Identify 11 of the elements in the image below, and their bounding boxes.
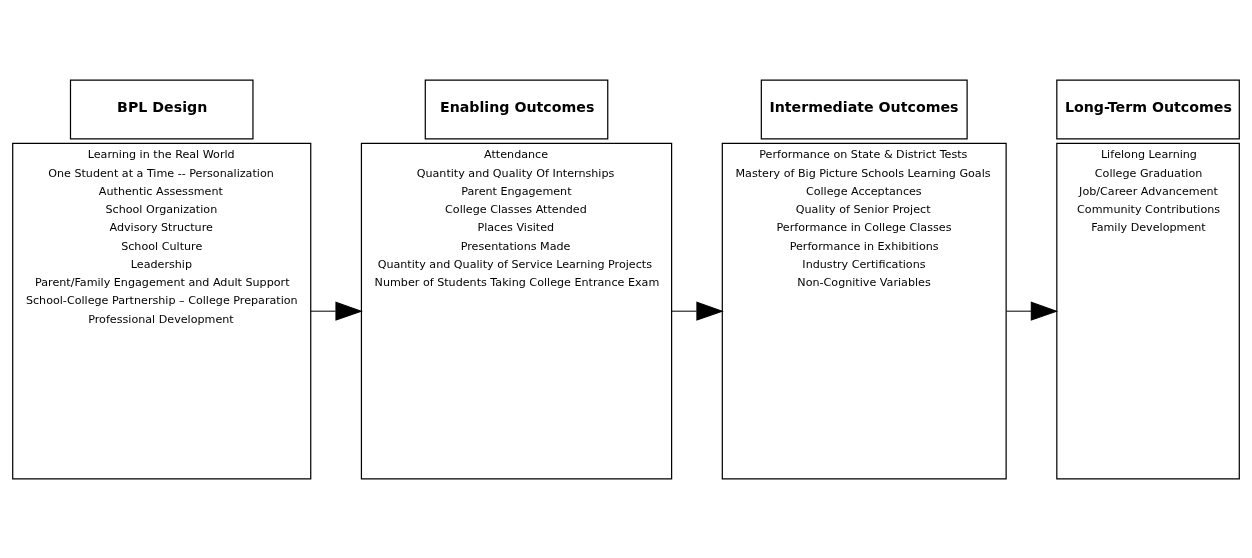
arrow [310, 301, 363, 321]
node-box: Lifelong Learning College Graduation Job/Career Advancement Community Contributions Family Development [1056, 142, 1240, 480]
node-box: Enabling Outcomes [424, 78, 609, 139]
arrow [671, 301, 724, 321]
node-box: Attendance Quantity and Quality Of Internships Parent Engagement College Classes Attended Places Visited Presentations Made Quantity and Quality of Service Learning Projects Number of Students Taking College Entrance Exam [360, 142, 673, 480]
node-box: Learning in the Real World One Student at a Time -- Personalization Authentic Assessment School Organization Advisory Structure School Culture Leadership Parent/Family Engagement and Adult Support School-College Partnership – College Preparation Professional Development [12, 142, 312, 480]
node-box: Performance on State & District Tests Mastery of Big Picture Schools Learning Goals College Acceptances Quality of Senior Project Performance in College Classes Performance in Exhibitions Industry Certifications Non-Cognitive Variables [721, 142, 1007, 480]
arrow [1006, 301, 1059, 321]
node-box: Long-Term Outcomes [1056, 78, 1240, 139]
node-box: Intermediate Outcomes [760, 78, 968, 139]
node-box: BPL Design [69, 78, 254, 139]
